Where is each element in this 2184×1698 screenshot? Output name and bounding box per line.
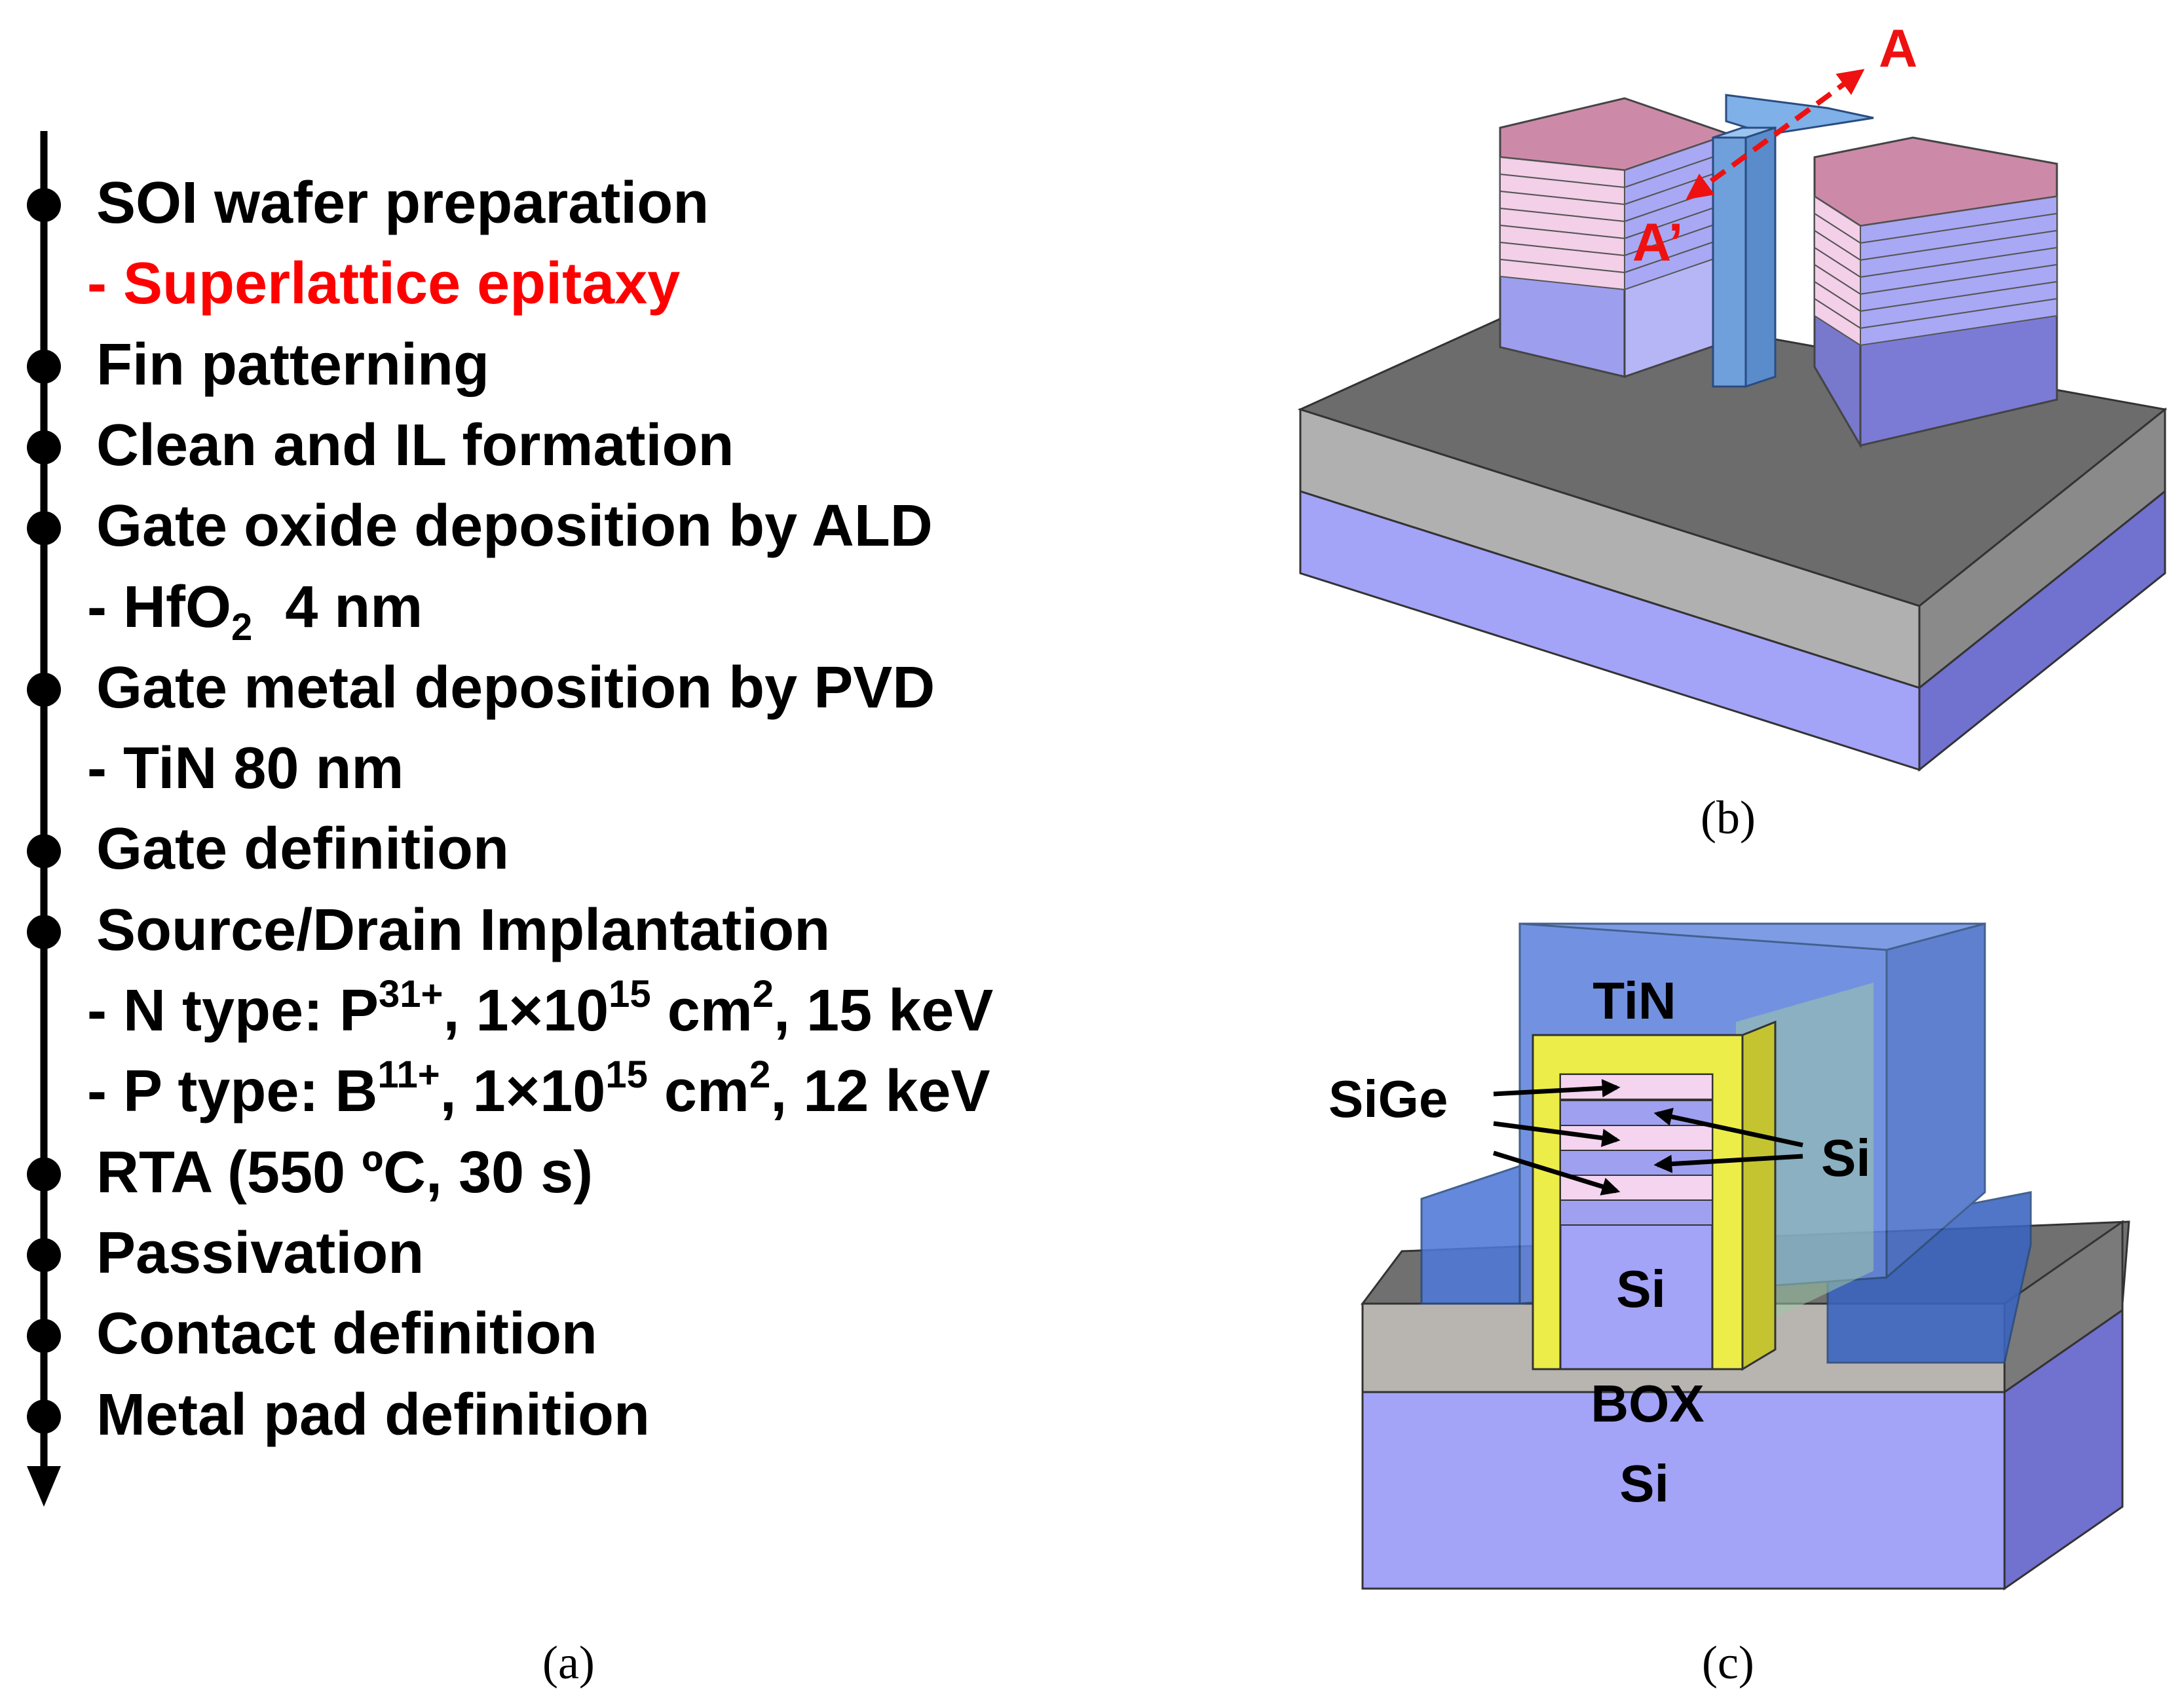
timeline-arrowhead	[27, 1466, 61, 1507]
label-si-substrate: Si	[1619, 1454, 1669, 1513]
tin-left-wing	[1420, 1164, 1521, 1305]
cut-line	[1685, 69, 1865, 200]
label-si-fin: Si	[1616, 1260, 1666, 1318]
timeline-bullet-3	[27, 349, 61, 384]
step-11-part-5: cm	[650, 978, 753, 1044]
label-a-prime: A’	[1632, 213, 1683, 273]
pointer-arrow-4	[1653, 1108, 1803, 1148]
step-11-part-7: , 15 keV	[774, 978, 994, 1044]
timeline-bullet-16	[27, 1399, 61, 1434]
step-12-part-6: 2	[749, 1053, 771, 1097]
timeline-bullet-15	[27, 1319, 61, 1353]
step-13: RTA (550 ºC, 30 s)	[96, 1139, 593, 1205]
timeline-bullet-7	[27, 672, 61, 707]
step-6-part-2: 2	[231, 605, 253, 649]
step-6-part-1: - HfO	[87, 574, 231, 640]
si-substrate-side-c	[2003, 1308, 2124, 1591]
sige-layer-c	[1560, 1125, 1713, 1151]
timeline-bullet-1	[27, 188, 61, 222]
timeline-bullet-9	[27, 834, 61, 869]
label-a: A	[1879, 19, 1917, 79]
step-4: Clean and IL formation	[96, 412, 734, 478]
step-12-part-4: 15	[605, 1053, 648, 1097]
pointer-arrow-2	[1493, 1121, 1621, 1147]
step-12-part-1: - P type: B	[87, 1059, 378, 1125]
step-9: Gate definition	[96, 816, 509, 882]
label-box: BOX	[1591, 1374, 1704, 1433]
step-12: - P type: B11+, 1×1015 cm2, 12 keV	[87, 1056, 990, 1125]
step-11-part-1: - N type: P	[87, 978, 379, 1044]
superlattice-fin	[1559, 1073, 1714, 1370]
step-11-part-6: 2	[752, 973, 774, 1015]
process-flow: SOI wafer preparation - Superlattice epit…	[27, 131, 993, 1689]
layer-pointers	[1492, 1079, 1803, 1196]
step-3: Fin patterning	[96, 331, 489, 398]
step-11: - N type: P31+, 1×1015 cm2, 15 keV	[87, 975, 993, 1041]
label-si-layers: Si	[1821, 1129, 1871, 1187]
step-12-part-3: , 1×10	[440, 1059, 606, 1125]
label-sige: SiGe	[1328, 1070, 1448, 1128]
substrate-stack	[1297, 297, 2168, 772]
step-12-part-7: , 12 keV	[770, 1059, 990, 1125]
step-1: SOI wafer preparation	[96, 170, 709, 236]
caption-a: (a)	[542, 1636, 595, 1689]
step-6-part-3: 4 nm	[252, 574, 423, 640]
drain-pad	[1813, 136, 2058, 449]
si-layer	[1860, 297, 2058, 347]
timeline-bullet-13	[27, 1157, 61, 1192]
sige-layer-c	[1560, 1074, 1713, 1100]
timeline-bullet-10	[27, 915, 61, 949]
step-11-part-4: 15	[609, 973, 651, 1015]
step-6: - HfO2 4 nm	[87, 574, 423, 647]
pointer-arrow-1	[1493, 1079, 1621, 1098]
step-15: Contact definition	[96, 1301, 597, 1367]
step-11-part-2: 31+	[379, 973, 443, 1015]
step-12-part-2: 11+	[377, 1053, 440, 1097]
step-2: - Superlattice epitaxy	[87, 251, 681, 317]
timeline-svg	[27, 131, 61, 1507]
hfo2-side	[1741, 1020, 1777, 1371]
label-tin: TiN	[1592, 972, 1676, 1030]
step-12-part-5: cm	[647, 1059, 749, 1125]
step-5: Gate oxide deposition by ALD	[96, 493, 933, 559]
timeline-bullets	[27, 188, 61, 1434]
step-16: Metal pad definition	[96, 1382, 650, 1448]
si-layer-c	[1560, 1199, 1713, 1226]
timeline-bullet-4	[27, 430, 61, 464]
caption-b: (b)	[1701, 791, 1756, 844]
timeline-bullet-5	[27, 511, 61, 546]
device-3d-view: A A’	[1297, 19, 2168, 772]
pointer-arrow-3	[1492, 1150, 1621, 1196]
step-7: Gate metal deposition by PVD	[96, 654, 935, 721]
step-8: - TiN 80 nm	[87, 736, 404, 802]
step-11-part-3: , 1×10	[443, 978, 609, 1044]
step-14: Passivation	[96, 1220, 424, 1286]
pointer-arrow-5	[1653, 1154, 1803, 1173]
tin-side	[1885, 922, 1986, 1280]
step-10: Source/Drain Implantation	[96, 897, 831, 963]
timeline-bullet-14	[27, 1237, 61, 1272]
caption-c: (c)	[1702, 1636, 1754, 1689]
si-substrate-side	[1918, 489, 2166, 772]
